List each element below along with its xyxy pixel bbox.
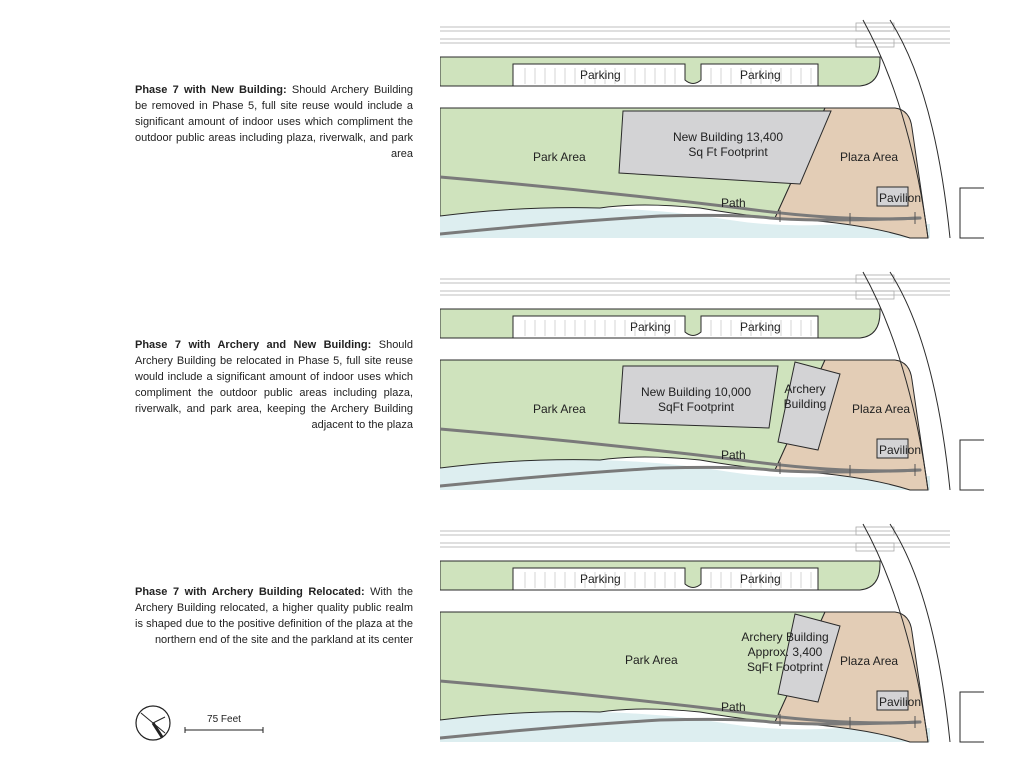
river bbox=[440, 459, 930, 490]
road-edges bbox=[862, 19, 951, 239]
site-plan-drawing bbox=[440, 523, 984, 743]
site-plan-panel-2: Parking Parking Park Area New Building 1… bbox=[440, 262, 984, 502]
parking-label-1: Parking bbox=[580, 68, 621, 82]
scale-bar-line bbox=[184, 727, 264, 733]
panel-1-description: Phase 7 with New Building: Should Archer… bbox=[135, 82, 413, 162]
scale-bar: 75 Feet bbox=[184, 714, 264, 734]
panel-2-body: Should Archery Building be relocated in … bbox=[135, 339, 413, 431]
new-building-label: New Building 13,400 Sq Ft Footprint bbox=[672, 130, 784, 159]
river bbox=[440, 207, 930, 238]
rail-tracks bbox=[440, 274, 950, 300]
site-plan-drawing bbox=[440, 19, 984, 239]
plaza-area-label: Plaza Area bbox=[852, 402, 911, 416]
parking-lot bbox=[512, 315, 819, 339]
parking-lot bbox=[512, 63, 819, 87]
parking-stripes bbox=[524, 68, 812, 84]
path-label: Path bbox=[721, 700, 746, 714]
pavilion-footprint bbox=[876, 186, 909, 207]
road-edges bbox=[862, 523, 951, 743]
panel-2-description: Phase 7 with Archery and New Building: S… bbox=[135, 337, 413, 433]
park-area-label: Park Area bbox=[533, 402, 586, 416]
adjacent-building bbox=[959, 187, 984, 239]
parking-label-2: Parking bbox=[740, 68, 781, 82]
parking-label-2: Parking bbox=[740, 572, 781, 586]
site-plan-drawing bbox=[440, 271, 984, 491]
archery-building-label: Archery Building Approx. 3,400 SqFt Foot… bbox=[741, 630, 829, 674]
parking-label-1: Parking bbox=[580, 572, 621, 586]
path-label: Path bbox=[721, 196, 746, 210]
rail-tracks bbox=[440, 526, 950, 552]
panel-1-heading: Phase 7 with New Building: bbox=[135, 84, 287, 96]
parking-stripes bbox=[524, 320, 812, 336]
site-plan-panel-1: Parking Parking Park Area New Building 1… bbox=[440, 10, 984, 250]
new-building-footprint bbox=[618, 365, 779, 429]
park-area-label: Park Area bbox=[625, 653, 678, 667]
parking-stripes bbox=[524, 572, 812, 588]
parking-label-1: Parking bbox=[630, 320, 671, 334]
paths bbox=[440, 427, 922, 488]
pavilion-label: Pavilion bbox=[879, 191, 922, 205]
path-label: Path bbox=[721, 448, 746, 462]
road-edges bbox=[862, 271, 951, 491]
panel-3-description: Phase 7 with Archery Building Relocated:… bbox=[135, 584, 413, 648]
panel-1-body: Should Archery Building be removed in Ph… bbox=[135, 84, 413, 160]
path-ticks bbox=[779, 462, 916, 476]
panel-3-body: With the Archery Building relocated, a h… bbox=[135, 586, 413, 646]
adjacent-building bbox=[959, 439, 984, 491]
new-building-label: New Building 10,000 SqFt Footprint bbox=[640, 385, 752, 414]
pavilion-label: Pavilion bbox=[879, 695, 922, 709]
parking-label-2: Parking bbox=[740, 320, 781, 334]
plaza-area-label: Plaza Area bbox=[840, 654, 899, 668]
panel-2-heading: Phase 7 with Archery and New Building: bbox=[135, 339, 372, 351]
river bbox=[440, 711, 930, 742]
adjacent-building bbox=[959, 691, 984, 743]
plaza-area-label: Plaza Area bbox=[840, 150, 899, 164]
archery-building-footprint bbox=[777, 613, 841, 703]
new-building-footprint bbox=[618, 110, 832, 185]
paths bbox=[440, 679, 922, 740]
path-ticks bbox=[779, 210, 916, 224]
park-area-label: Park Area bbox=[533, 150, 586, 164]
path-ticks bbox=[779, 714, 916, 728]
site-plan-panel-3: Parking Parking Park Area Archery Buildi… bbox=[440, 514, 984, 754]
pavilion-footprint bbox=[876, 690, 909, 711]
north-arrow-icon bbox=[135, 705, 171, 741]
archery-building-footprint bbox=[777, 361, 841, 451]
rail-tracks bbox=[440, 22, 950, 48]
parking-lot bbox=[512, 567, 819, 591]
pavilion-footprint bbox=[876, 438, 909, 459]
pavilion-label: Pavilion bbox=[879, 443, 922, 457]
paths bbox=[440, 175, 922, 236]
archery-building-label: Archery Building bbox=[783, 382, 827, 411]
panel-3-heading: Phase 7 with Archery Building Relocated: bbox=[135, 586, 365, 598]
scale-bar-label: 75 Feet bbox=[207, 714, 241, 725]
